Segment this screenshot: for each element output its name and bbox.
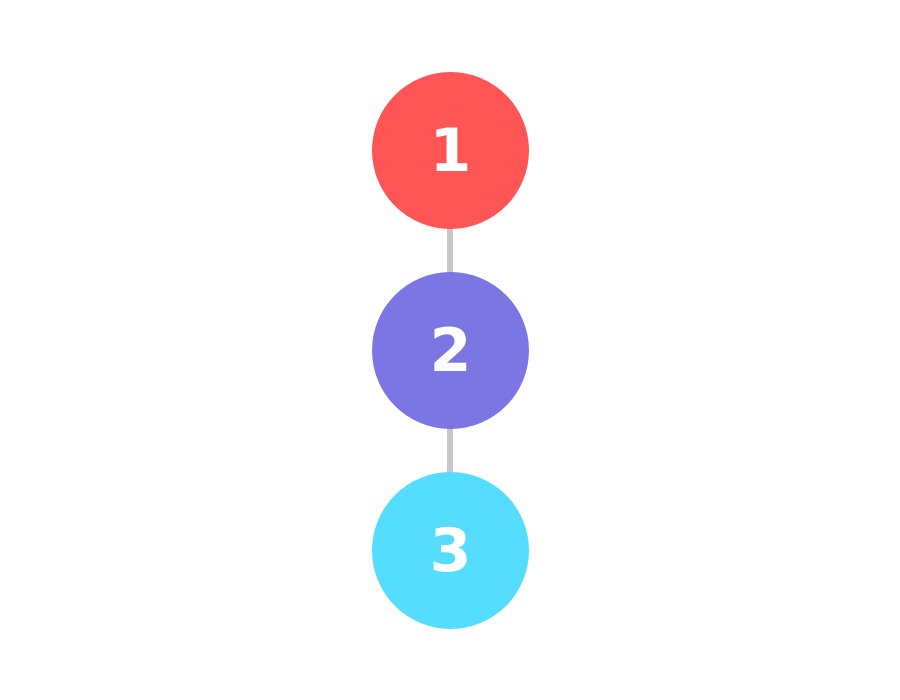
step-number: 3 [429,515,472,586]
step-number: 2 [429,315,472,386]
step-node-3: 3 [372,472,529,629]
step-node-1: 1 [372,72,529,229]
connector-2-3 [447,426,453,474]
connector-1-2 [447,226,453,274]
step-number: 1 [429,115,472,186]
step-node-2: 2 [372,272,529,429]
